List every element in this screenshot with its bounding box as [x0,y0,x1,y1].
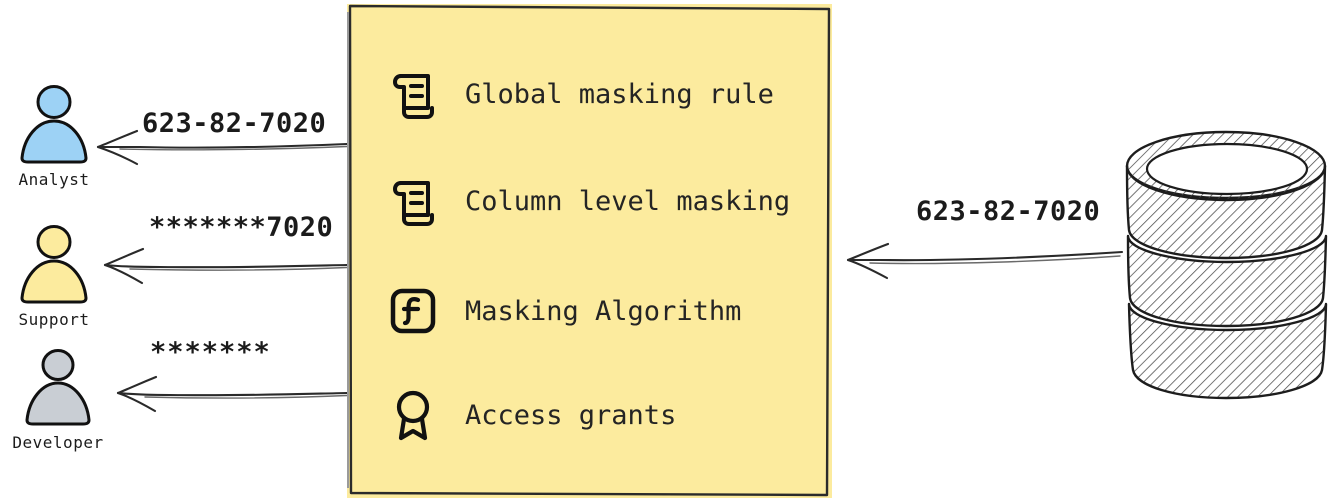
arrow-to-developer [116,375,349,413]
award-ribbon-icon [383,385,443,445]
function-box-icon [383,281,443,341]
person-icon [16,222,92,308]
person-icon [16,82,92,168]
actor-analyst-label: Analyst [18,170,90,189]
scroll-document-icon [383,64,443,124]
arrow-to-support [103,247,349,285]
policy-row-label: Masking Algorithm [465,295,742,327]
actor-support[interactable]: Support [4,222,104,329]
actor-developer[interactable]: Developer [8,345,108,452]
analyst-value-label: 623-82-7020 [142,108,327,139]
support-value-label: *******7020 [149,212,334,243]
database-cylinder-icon [1120,118,1338,408]
policy-row[interactable]: Column level masking [383,171,823,231]
person-icon [20,345,96,431]
policy-row[interactable]: Masking Algorithm [383,281,823,341]
scroll-document-icon [383,171,443,231]
actor-analyst[interactable]: Analyst [4,82,104,189]
policy-row[interactable]: Access grants [383,385,823,445]
policy-row-label: Access grants [465,399,677,431]
policy-row-label: Global masking rule [465,78,774,110]
actor-support-label: Support [18,310,90,329]
database-value-label: 623-82-7020 [916,196,1101,227]
policy-row[interactable]: Global masking rule [383,64,823,124]
developer-value-label: ******* [150,337,271,368]
policy-row-label: Column level masking [465,185,791,217]
arrow-from-database [846,242,1124,280]
actor-developer-label: Developer [12,433,104,452]
policy-panel: Global masking rule Column level masking [347,4,832,498]
